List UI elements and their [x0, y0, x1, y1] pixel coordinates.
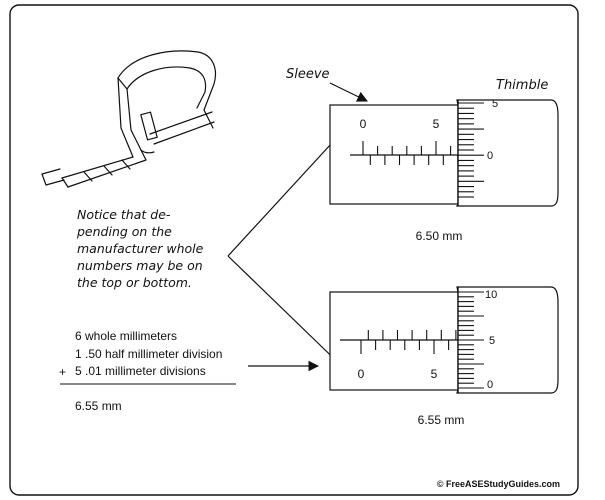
- calc-line-3: 5 .01 millimeter divisions: [75, 364, 206, 378]
- thimble-label: Thimble: [496, 78, 548, 93]
- note-line-4: numbers may be on: [77, 258, 203, 273]
- note-text: Notice that de- pending on the manufactu…: [76, 207, 204, 290]
- calculation-block: 6 whole millimeters 1 .50 half millimete…: [59, 329, 236, 413]
- calc-total: 6.55 mm: [75, 399, 122, 413]
- bottom-thimble-number-0: 0: [487, 379, 493, 391]
- bottom-thimble-body: [456, 286, 559, 394]
- calc-line-1: 6 whole millimeters: [75, 329, 177, 343]
- top-sleeve-number-0: 0: [360, 117, 367, 131]
- bottom-thimble-ticks: [458, 291, 484, 389]
- micrometer-sketch: [41, 50, 217, 188]
- bottom-sleeve-number-5: 5: [431, 367, 438, 381]
- note-line-3: manufacturer whole: [77, 241, 204, 256]
- bottom-gauge: 0 5 10 5 0 6.55 mm: [329, 286, 559, 427]
- note-to-top-gauge-arrow: [227, 130, 344, 257]
- note-line-5: the top or bottom.: [77, 275, 192, 290]
- top-thimble-number-5: 5: [492, 98, 498, 110]
- bottom-thimble-number-5: 5: [489, 335, 495, 347]
- note-line-1: Notice that de-: [77, 207, 171, 222]
- bottom-gauge-reading: 6.55 mm: [418, 413, 465, 427]
- outer-frame: [9, 4, 579, 496]
- credit-text: © FreeASEStudyGuides.com: [437, 479, 560, 489]
- top-gauge: 0 5 5 0 6.50 mm: [329, 98, 559, 243]
- top-gauge-reading: 6.50 mm: [416, 229, 463, 243]
- bottom-sleeve-number-0: 0: [358, 367, 365, 381]
- sleeve-label: Sleeve: [286, 67, 330, 82]
- sleeve-pointer-arrow: [329, 82, 368, 102]
- top-thimble-number-0: 0: [487, 150, 493, 162]
- top-sleeve-number-5: 5: [433, 117, 440, 131]
- top-thimble-ticks: [458, 102, 484, 198]
- bottom-thimble-number-10: 10: [485, 289, 497, 301]
- note-line-2: pending on the: [76, 224, 172, 239]
- bottom-sleeve-body: [329, 291, 459, 391]
- calc-line-2: 1 .50 half millimeter division: [75, 347, 222, 361]
- calc-plus-sign: +: [59, 365, 66, 379]
- bottom-sleeve-ticks: [360, 330, 457, 354]
- top-thimble-body: [456, 99, 559, 207]
